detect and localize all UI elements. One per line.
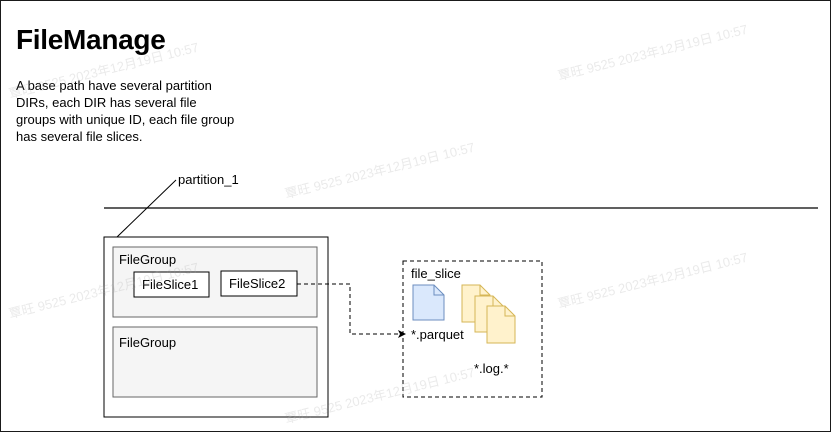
file-slice-box-1[interactable] [133, 271, 210, 298]
log-file-label: *.log.* [474, 361, 509, 376]
file-group-label-2: FileGroup [119, 335, 177, 350]
description-text: A base path have several partition DIRs,… [16, 78, 235, 144]
partition-callout-line [116, 179, 177, 238]
file-slice-label-1: FileSlice1 [142, 277, 199, 292]
parquet-file-label: *.parquet [411, 327, 464, 342]
file-group-label-1: FileGroup [119, 252, 177, 267]
file-slice-container[interactable] [402, 260, 543, 398]
partition-label: partition_1 [178, 172, 239, 187]
file-group-box-2[interactable] [112, 326, 318, 398]
parquet-file-icon [412, 284, 445, 321]
slice-to-file-connector [297, 283, 406, 338]
file-slice-box-2[interactable] [220, 270, 298, 297]
page-title: FileManage [16, 24, 166, 55]
log-files-icon [461, 284, 516, 344]
file-slice-container-label: file_slice [411, 266, 461, 281]
file-slice-label-2: FileSlice2 [229, 276, 286, 291]
